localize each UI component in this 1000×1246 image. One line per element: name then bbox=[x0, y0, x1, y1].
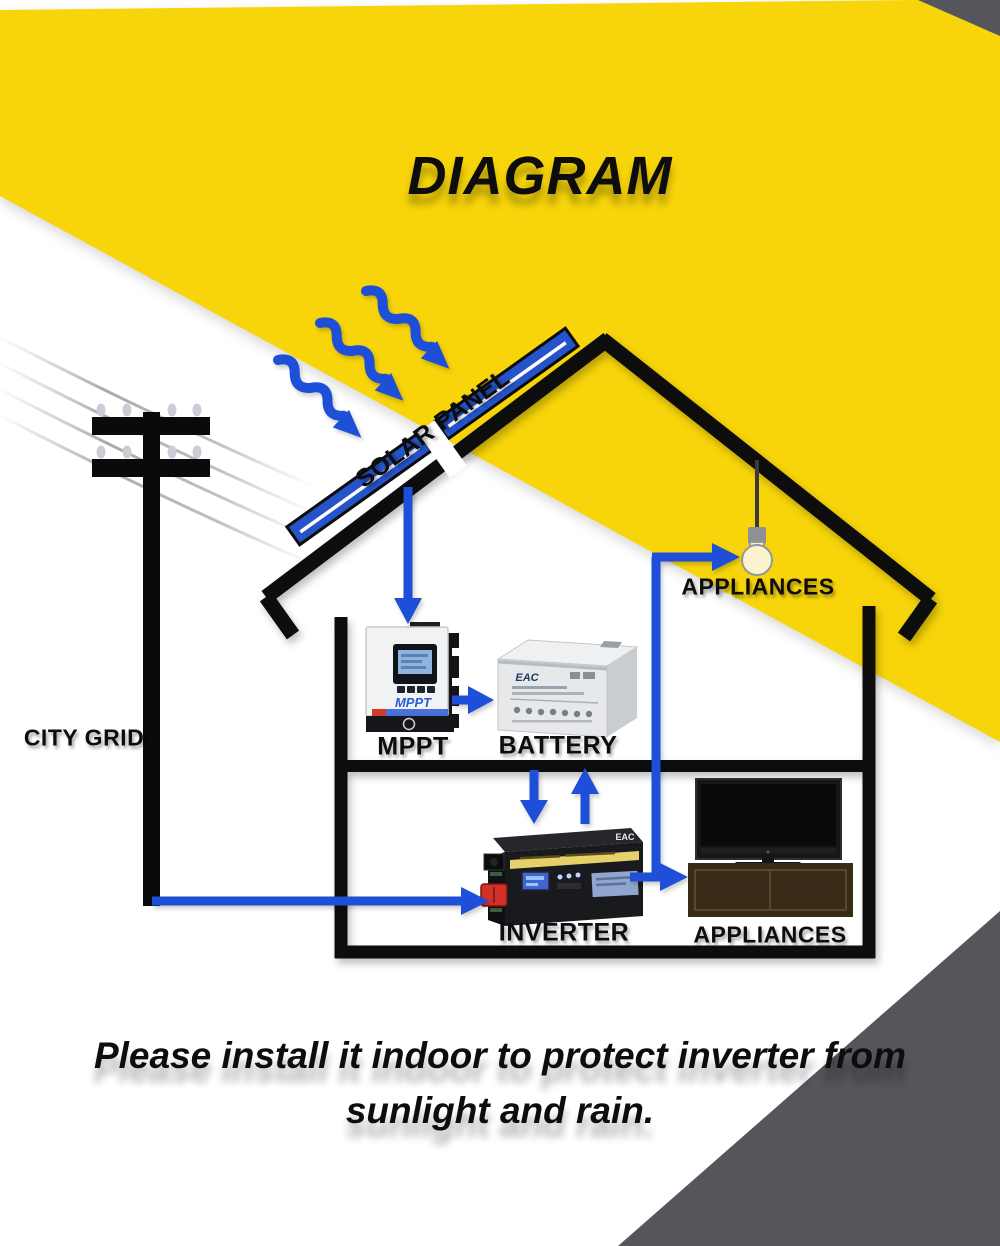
solar-panel-glare-right bbox=[447, 341, 567, 428]
battery-warning-icons bbox=[513, 706, 593, 718]
sun-ray-arrow-icon bbox=[361, 285, 450, 369]
bottom-right-corner-triangle bbox=[618, 911, 1000, 1246]
sun-ray-arrow-icon bbox=[273, 354, 362, 438]
solar-panel-icon bbox=[284, 326, 581, 547]
appliances-downstairs bbox=[688, 778, 853, 917]
light-bulb-icon bbox=[741, 544, 773, 576]
light-bulb-fixture bbox=[741, 460, 773, 576]
insulators bbox=[96, 403, 202, 459]
note-line-2: sunlight and rain. bbox=[345, 1090, 655, 1131]
mppt-device-brand-text: MPPT bbox=[395, 695, 432, 710]
pole-crossarm-upper bbox=[92, 417, 210, 435]
inverter-icon: EAC bbox=[480, 828, 643, 926]
house-outline bbox=[259, 333, 938, 959]
sun-ray-arrow-icon bbox=[315, 317, 404, 401]
note-line-1: Please install it indoor to protect inve… bbox=[93, 1035, 907, 1076]
top-right-corner-triangle bbox=[918, 0, 1000, 36]
inverter-top bbox=[493, 828, 643, 852]
power-flow-arrows bbox=[152, 487, 740, 915]
pole-crossarm-lower bbox=[92, 459, 210, 477]
mppt-base-band bbox=[366, 716, 454, 732]
solar-panel-gap bbox=[417, 420, 468, 479]
installation-note: Please install it indoor to protect inve… bbox=[0, 1028, 1000, 1138]
page-title: DIAGRAM bbox=[407, 146, 673, 206]
city-grid-label: CITY GRID bbox=[23, 724, 145, 751]
inverter-brand-text: EAC bbox=[615, 832, 635, 842]
inverter-yellow-stripe bbox=[510, 851, 639, 869]
battery-front bbox=[497, 659, 608, 738]
tv-stand-neck bbox=[762, 858, 774, 864]
battery-handle-slot bbox=[600, 641, 622, 648]
solar-panel-glare-left bbox=[299, 445, 421, 534]
utility-pole-icon bbox=[143, 412, 160, 906]
battery-icon: EAC bbox=[496, 639, 639, 738]
roof-left-eave-cap bbox=[259, 592, 300, 640]
city-grid-pole bbox=[0, 335, 316, 906]
mppt-controller-icon: MPPT bbox=[365, 622, 459, 732]
battery-label: BATTERY bbox=[498, 731, 618, 760]
sun-rays bbox=[273, 285, 450, 438]
inverter-lcd bbox=[521, 871, 550, 891]
appliances-lower-label: APPLIANCES bbox=[693, 921, 847, 948]
roof-right-slope bbox=[597, 333, 936, 605]
battery-brand-text: EAC bbox=[515, 672, 539, 684]
battery-side bbox=[607, 647, 637, 737]
bulb-socket bbox=[748, 527, 766, 544]
roof-right-eave-cap bbox=[897, 594, 938, 642]
mppt-label: MPPT bbox=[377, 732, 449, 761]
inverter-label: INVERTER bbox=[498, 918, 630, 947]
appliances-upper-label: APPLIANCES bbox=[681, 573, 835, 600]
roof-left-slope bbox=[261, 333, 613, 603]
